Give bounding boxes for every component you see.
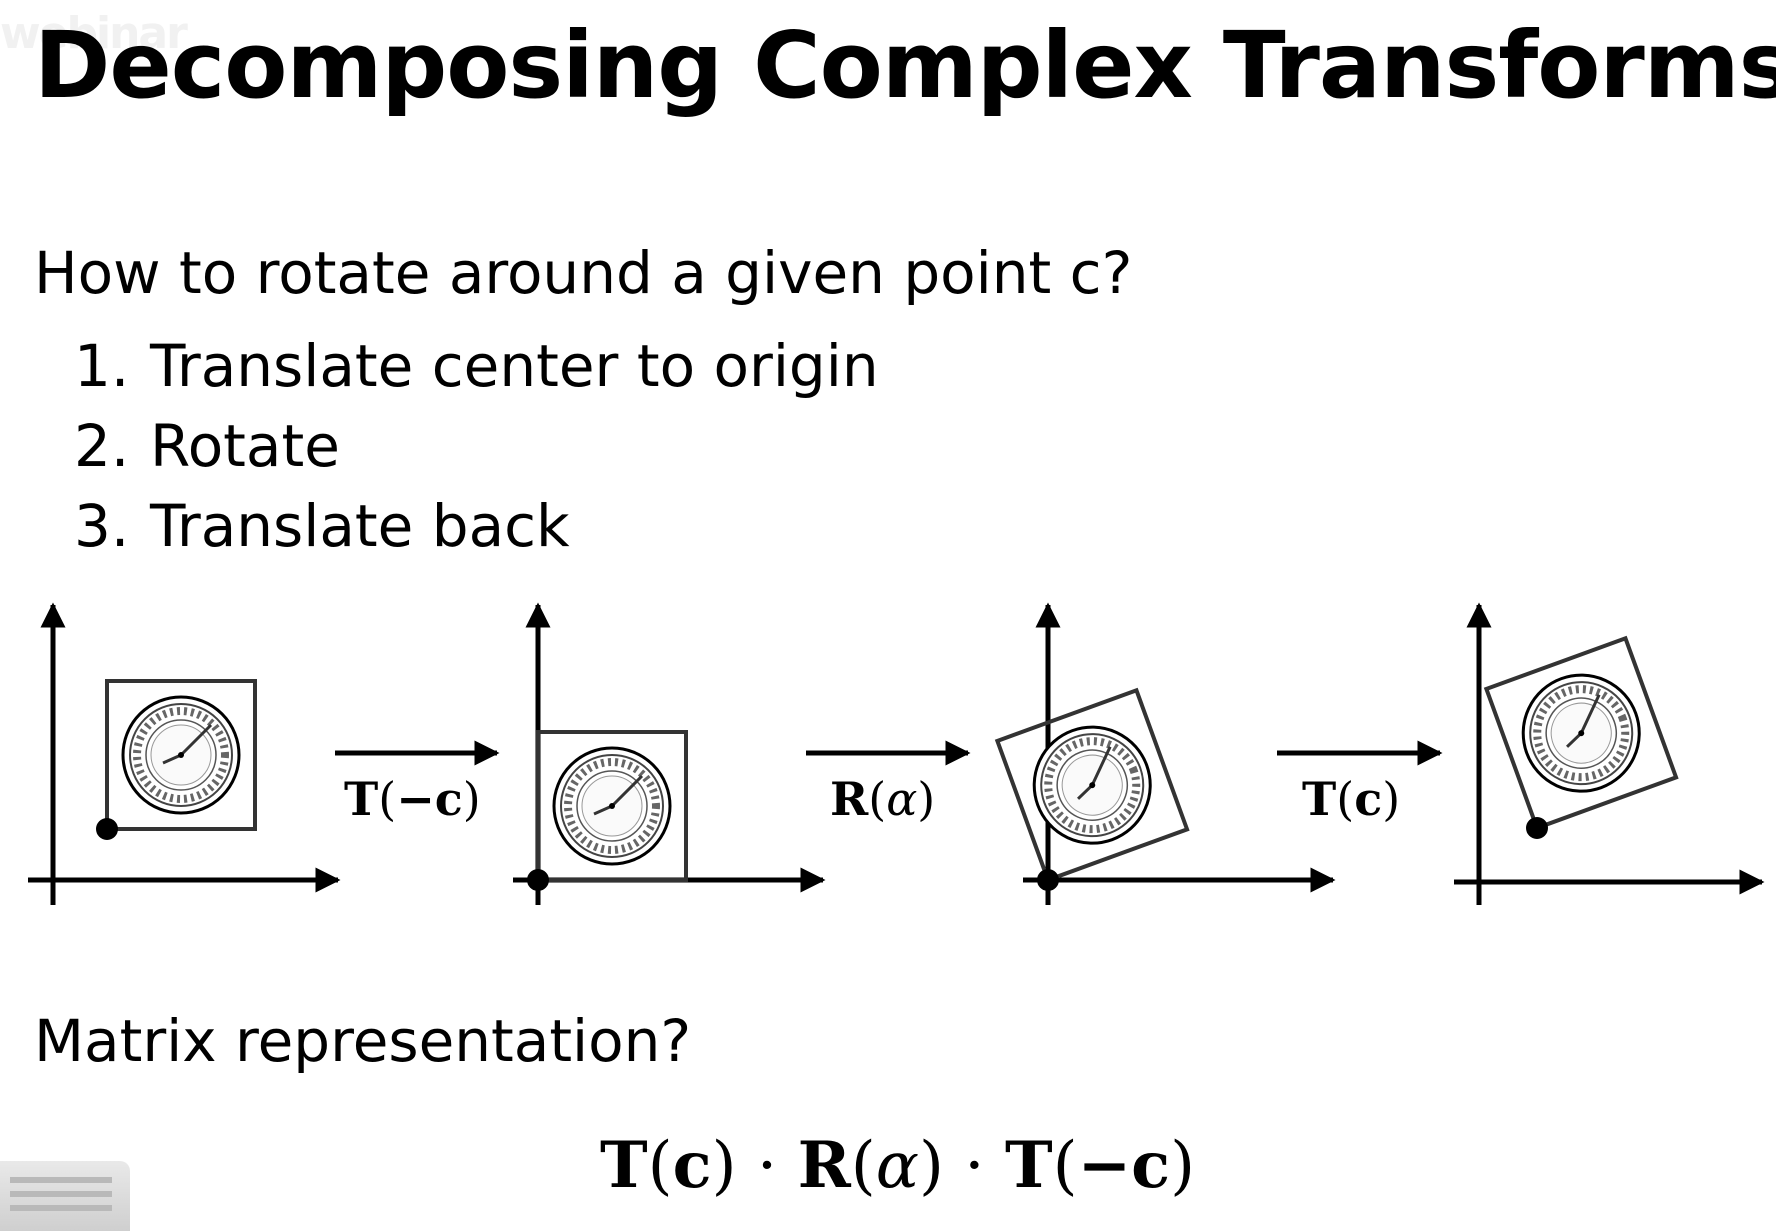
step-item: 3. Translate back <box>74 486 879 566</box>
transform-diagram <box>28 602 1765 905</box>
step-number: 1. <box>74 332 130 400</box>
center-point <box>1037 869 1059 891</box>
panel-rotated <box>994 602 1336 905</box>
step-number: 3. <box>74 492 130 560</box>
steps-list: 1. Translate center to origin 2. Rotate 3.… <box>74 326 879 566</box>
step-text: Translate back <box>150 492 570 560</box>
step-text: Translate center to origin <box>150 332 879 400</box>
panel-translated-back <box>1454 602 1765 905</box>
label-translate-c: T(c) <box>1302 772 1401 826</box>
center-point <box>1526 817 1548 839</box>
matrix-formula: T(c) · R(α) · T(−c) <box>600 1128 1196 1203</box>
corner-decoration <box>0 1161 130 1231</box>
panel-original <box>28 602 341 905</box>
step-number: 2. <box>74 412 130 480</box>
step-item: 2. Rotate <box>74 406 879 486</box>
panel-translated <box>513 602 826 905</box>
center-point <box>527 869 549 891</box>
center-point <box>96 818 118 840</box>
video-watermark: webinar <box>0 8 188 59</box>
label-rotate-alpha: R(α) <box>830 772 936 826</box>
slide-title: Decomposing Complex Transforms <box>34 12 1776 119</box>
step-text: Rotate <box>150 412 340 480</box>
matrix-question: Matrix representation? <box>34 1007 692 1075</box>
label-translate-neg-c: T(−c) <box>344 772 481 826</box>
step-item: 1. Translate center to origin <box>74 326 879 406</box>
rotation-question: How to rotate around a given point c? <box>34 239 1133 307</box>
